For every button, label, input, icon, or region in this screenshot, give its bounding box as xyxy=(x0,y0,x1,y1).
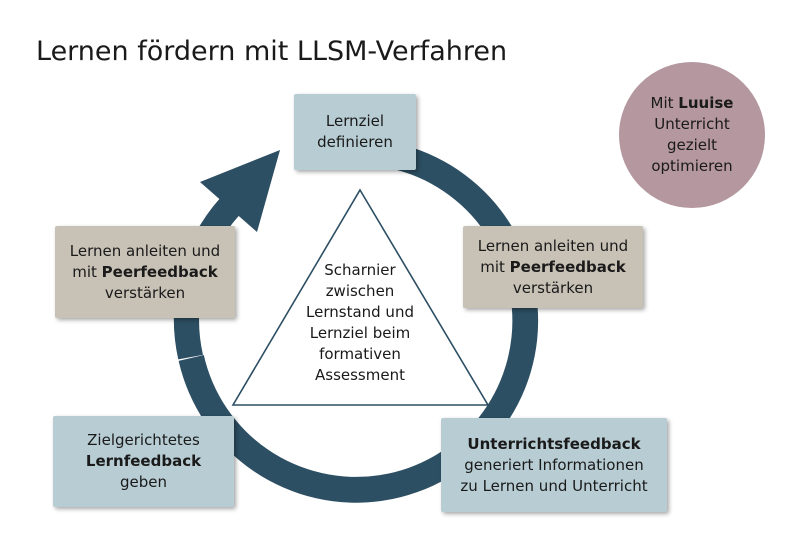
cycle-ring-segment xyxy=(173,198,239,360)
triangle-line: Scharnier xyxy=(324,261,396,279)
triangle-line: formativen xyxy=(319,345,401,363)
step-peer-left-box: Lernen anleiten und mit Peerfeedback ver… xyxy=(55,226,235,318)
luuise-keyword: Luuise xyxy=(678,94,734,112)
triangle-line: Lernziel beim xyxy=(309,324,411,342)
step-peer-line: verstärken xyxy=(104,283,186,302)
step-teach-keyword: Unterrichtsfeedback xyxy=(467,434,641,453)
step-peer-line: mit Peerfeedback xyxy=(480,257,626,278)
luuise-badge: Mit Luuise Unterricht gezielt optimieren xyxy=(619,62,765,208)
luuise-line: gezielt xyxy=(666,136,718,154)
step-peer-right-box: Lernen anleiten und mit Peerfeedback ver… xyxy=(463,226,643,308)
step-learn-line: geben xyxy=(119,473,167,491)
page-title: Lernen fördern mit LLSM-Verfahren xyxy=(36,36,508,67)
luuise-line: optimieren xyxy=(651,157,733,175)
cycle-arrowhead xyxy=(200,150,280,232)
step-teaching-feedback-box: Unterrichtsfeedback generiert Informatio… xyxy=(441,418,667,512)
luuise-line: Mit Luuise xyxy=(651,93,734,114)
triangle-line: Assessment xyxy=(315,366,405,384)
step-learn-feedback-box: Zielgerichtetes Lernfeedback geben xyxy=(53,416,234,507)
step-teach-line: zu Lernen und Unterricht xyxy=(460,476,648,495)
step-learn-keyword: Lernfeedback xyxy=(85,452,202,470)
step-peer-line: mit Peerfeedback xyxy=(72,262,218,283)
step-peer-keyword: Peerfeedback xyxy=(509,257,626,276)
step-goal-box: Lernziel definieren xyxy=(294,94,416,170)
triangle-label: Scharnier zwischen Lernstand und Lernzie… xyxy=(280,260,440,386)
triangle-line: Lernstand und xyxy=(306,303,414,321)
center-triangle xyxy=(231,188,490,406)
luuise-prefix: Mit xyxy=(650,94,679,112)
luuise-line: Unterricht xyxy=(654,115,730,133)
triangle-line: zwischen xyxy=(325,282,395,300)
step-teach-line: generiert Informationen xyxy=(464,455,644,474)
step-learn-line: Zielgerichtetes xyxy=(87,431,200,449)
step-goal-line: definieren xyxy=(317,133,393,151)
step-peer-line: Lernen anleiten und xyxy=(69,241,221,260)
step-peer-prefix: mit xyxy=(480,257,510,276)
step-peer-line: Lernen anleiten und xyxy=(477,236,629,255)
step-peer-line: verstärken xyxy=(512,278,594,297)
step-peer-prefix: mit xyxy=(72,262,102,281)
step-goal-line: Lernziel xyxy=(325,112,385,130)
step-peer-keyword: Peerfeedback xyxy=(101,262,218,281)
